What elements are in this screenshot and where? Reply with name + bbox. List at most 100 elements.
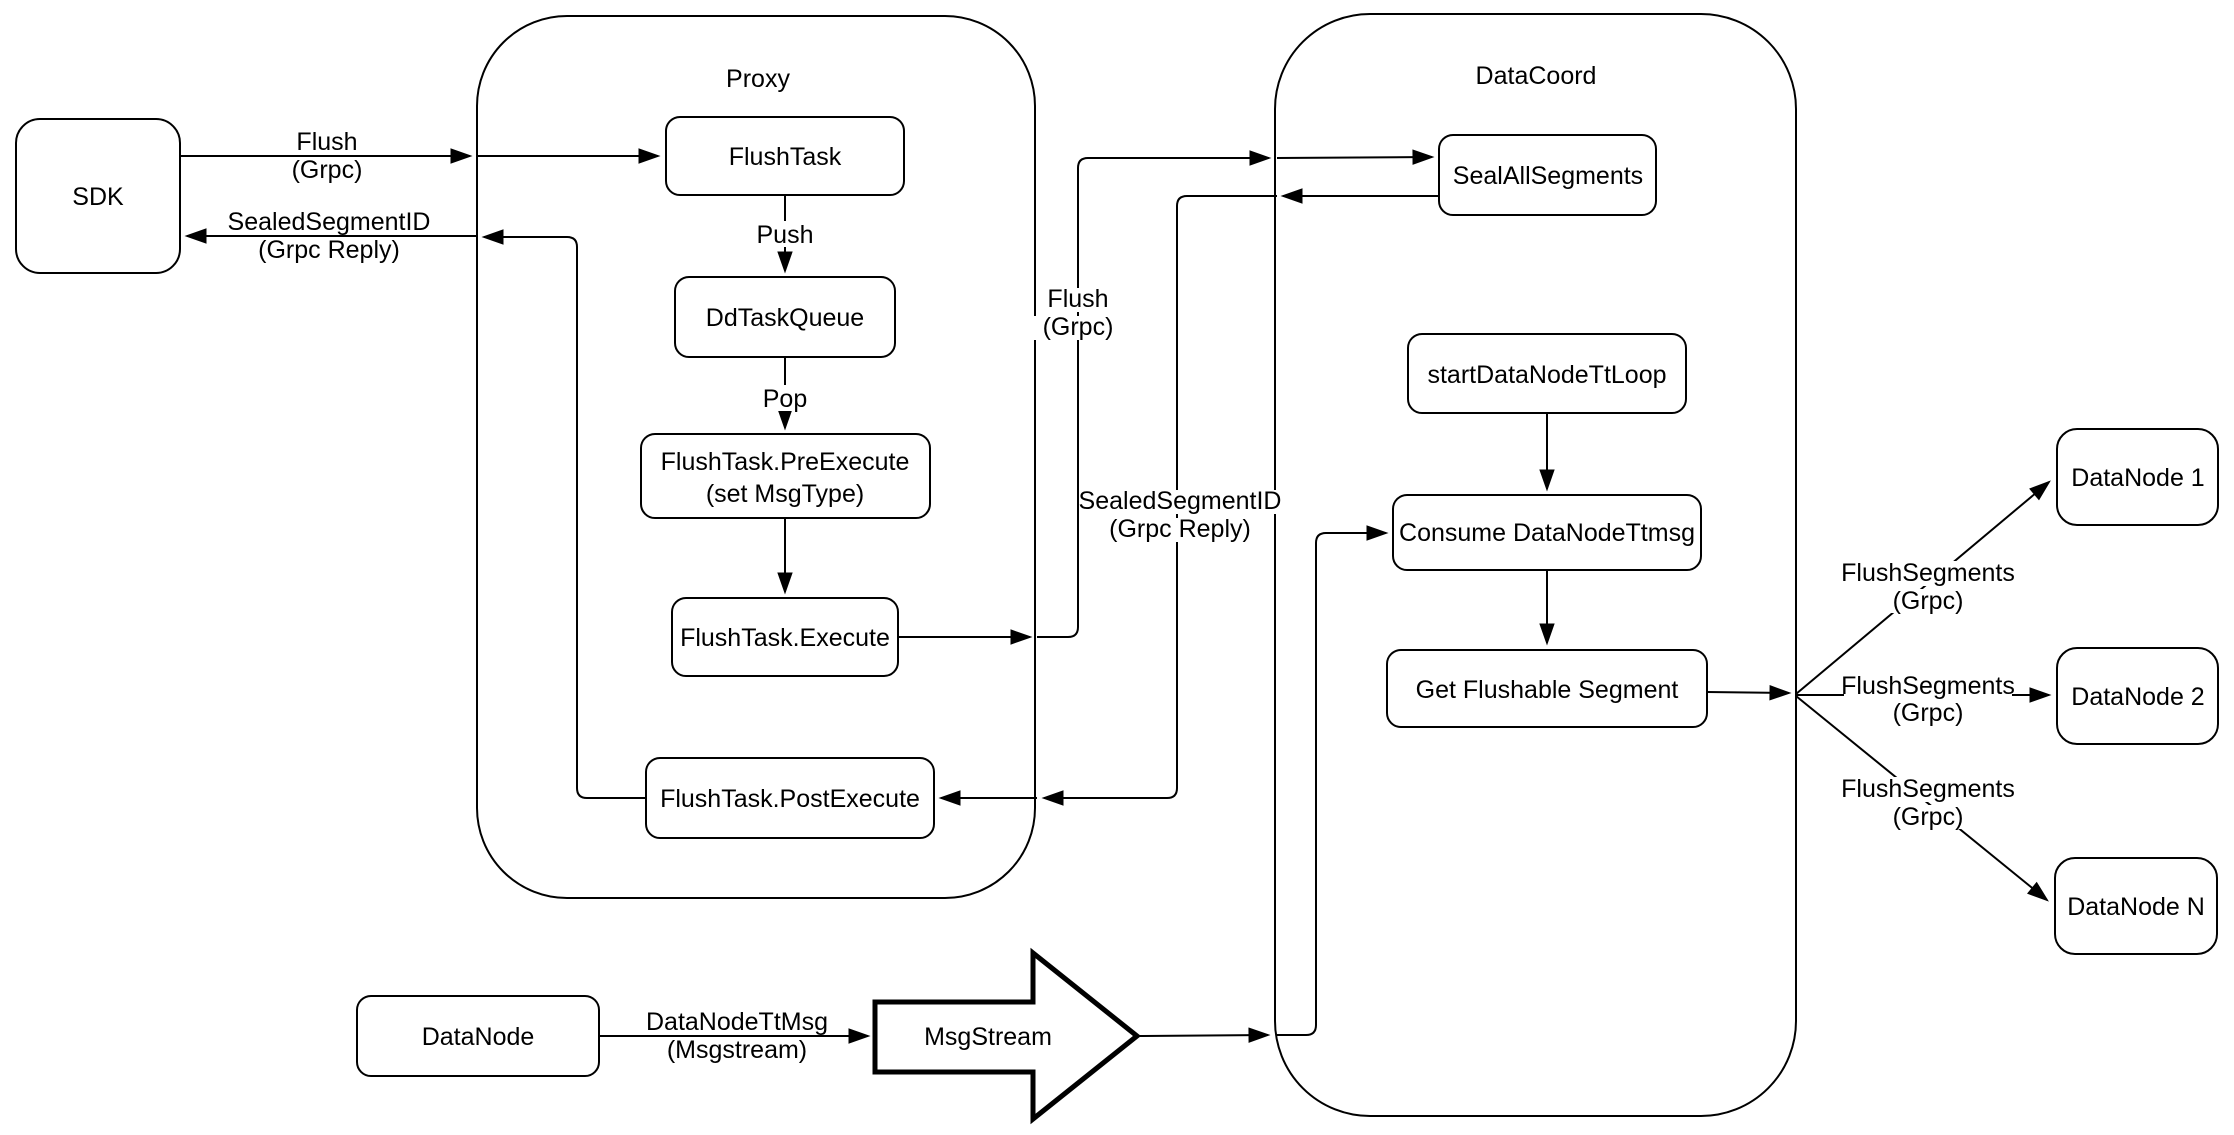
ddtaskqueue-node-box <box>674 276 896 358</box>
edge-label-flush-sdk-proxy: Flush (Grpc) <box>284 128 372 184</box>
proxy-container-label: Proxy <box>726 65 790 93</box>
flushtask-node-label: FlushTask <box>729 143 842 171</box>
edge-label-bg <box>753 221 817 247</box>
edge-label-sealed-line1: SealedSegmentID <box>228 208 431 236</box>
sealallsegments-node: SealAllSegments <box>1438 134 1657 216</box>
edge-label-flushsegments2-line1: FlushSegments <box>1841 672 2015 700</box>
edge-label-datanodettmsg: DataNodeTtMsg (Msgstream) <box>646 1008 828 1064</box>
edge-label-bg <box>1038 288 1118 312</box>
edge-datacoord-to-sealallsegments <box>1276 149 1435 165</box>
datanode-source-node-box <box>356 995 600 1077</box>
ddtaskqueue-node-label: DdTaskQueue <box>706 304 864 332</box>
msgstream-node-label: MsgStream <box>924 1023 1052 1051</box>
consume-datanodettmsg-node-label: Consume DataNodeTtmsg <box>1399 519 1695 547</box>
sealallsegments-node-label: SealAllSegments <box>1453 162 1643 190</box>
datacoord-container-border <box>1274 13 1797 1117</box>
edge-label-flushsegments-2: FlushSegments (Grpc) <box>1841 672 2015 727</box>
edge-label-datanodettmsg-line2: (Msgstream) <box>667 1036 807 1064</box>
getflushablesegment-node-label: Get Flushable Segment <box>1416 676 1679 704</box>
sdk-node: SDK <box>15 118 181 274</box>
edge-label-bg <box>1034 316 1122 340</box>
edge-label-bg <box>758 385 812 411</box>
edge-label-flushsegments1-line1: FlushSegments <box>1841 559 2015 587</box>
getflushablesegment-node: Get Flushable Segment <box>1386 649 1708 728</box>
edge-label-flush-proxy-datacoord: Flush (Grpc) <box>1034 285 1122 341</box>
edge-label-bg <box>648 1011 826 1034</box>
postexecute-node-label: FlushTask.PostExecute <box>660 785 920 813</box>
preexecute-node: FlushTask.PreExecute (set MsgType) <box>640 433 931 519</box>
proxy-container-border <box>476 15 1036 899</box>
edge-msgstream-to-datacoord <box>1136 1027 1271 1043</box>
edge-postexecute-to-proxy-boundary <box>481 229 646 799</box>
edge-label-bg <box>666 1039 808 1063</box>
proxy-container: Proxy <box>476 15 1036 899</box>
edge-label-sealed-datacoord-proxy: SealedSegmentID (Grpc Reply) <box>1079 487 1282 543</box>
edge-label-flushsegments2-line2: (Grpc) <box>1893 699 1964 727</box>
datanode-source-node-label: DataNode <box>422 1023 535 1051</box>
sealallsegments-node-box <box>1438 134 1657 216</box>
datanode1-node-label: DataNode 1 <box>2071 464 2204 492</box>
edge-label-push-text: Push <box>757 221 814 249</box>
edge-proxy-to-datacoord-flush <box>1037 150 1272 638</box>
execute-node-box <box>671 597 899 677</box>
datacoord-container: DataCoord <box>1274 13 1797 1117</box>
startdatanodettloop-node-box <box>1407 333 1687 414</box>
edge-label-flush-mid-line1: Flush <box>1047 285 1108 313</box>
edge-label-bg <box>1844 561 2012 586</box>
sdk-node-label: SDK <box>72 183 124 211</box>
consume-datanodettmsg-node: Consume DataNodeTtmsg <box>1392 494 1702 571</box>
edge-label-datanodettmsg-line1: DataNodeTtMsg <box>646 1008 828 1036</box>
postexecute-node-box <box>645 757 935 839</box>
datanoden-node-label: DataNode N <box>2067 893 2205 921</box>
preexecute-node-box <box>640 433 931 519</box>
preexecute-node-label: FlushTask.PreExecute <box>661 448 910 476</box>
edge-label-bg <box>1084 490 1276 514</box>
edge-label-bg <box>288 131 368 154</box>
edge-label-sealed-mid-line1: SealedSegmentID <box>1079 487 1282 515</box>
edge-label-bg <box>1844 777 2012 802</box>
flushtask-node-box <box>665 116 905 196</box>
edge-label-bg <box>233 211 425 233</box>
edge-label-bg <box>1884 589 1972 613</box>
edge-label-bg <box>1109 518 1251 542</box>
edge-label-sealed-proxy-sdk: SealedSegmentID (Grpc Reply) <box>228 208 431 264</box>
edge-label-bg <box>1844 674 2012 699</box>
edge-label-flushsegmentsN-line1: FlushSegments <box>1841 775 2015 803</box>
edge-getflushable-to-datacoord-boundary <box>1706 685 1792 701</box>
edge-label-flushsegments-1: FlushSegments (Grpc) <box>1841 559 2015 615</box>
datanoden-node-box <box>2054 857 2218 955</box>
execute-node-label: FlushTask.Execute <box>680 624 890 652</box>
msgstream-arrow-shape <box>872 947 1142 1125</box>
edge-datacoord-boundary-to-consume <box>1277 525 1389 1036</box>
edge-label-push: Push <box>753 221 817 249</box>
edge-label-pop: Pop <box>758 385 812 413</box>
edge-label-bg <box>1884 702 1972 724</box>
edge-label-bg <box>284 159 372 181</box>
edge-label-flush-line1: Flush <box>296 128 357 156</box>
datanode1-node-box <box>2056 428 2219 526</box>
edge-label-flushsegments1-line2: (Grpc) <box>1893 587 1964 615</box>
edge-label-sealed-mid-line2: (Grpc Reply) <box>1109 515 1251 543</box>
startdatanodettloop-node-label: startDataNodeTtLoop <box>1427 361 1666 389</box>
edge-label-bg <box>258 239 400 261</box>
edge-label-flushsegments-n: FlushSegments (Grpc) <box>1841 775 2015 831</box>
edge-fanout-to-datanode1 <box>1795 480 2051 695</box>
edge-label-flushsegmentsN-line2: (Grpc) <box>1893 803 1964 831</box>
startdatanodettloop-node: startDataNodeTtLoop <box>1407 333 1687 414</box>
execute-node: FlushTask.Execute <box>671 597 899 677</box>
postexecute-node: FlushTask.PostExecute <box>645 757 935 839</box>
ddtaskqueue-node: DdTaskQueue <box>674 276 896 358</box>
datanode2-node-label: DataNode 2 <box>2071 683 2204 711</box>
flushtask-node: FlushTask <box>665 116 905 196</box>
edge-label-pop-text: Pop <box>763 385 807 413</box>
preexecute-node-sublabel: (set MsgType) <box>706 480 864 508</box>
sdk-node-box <box>15 118 181 274</box>
edge-label-bg <box>1884 805 1972 829</box>
datanode2-node-box <box>2056 647 2219 745</box>
edge-label-flush-line2: (Grpc) <box>292 156 363 184</box>
consume-datanodettmsg-node-box <box>1392 494 1702 571</box>
datanode1-node: DataNode 1 <box>2056 428 2219 526</box>
edge-label-flush-mid-line2: (Grpc) <box>1043 313 1114 341</box>
